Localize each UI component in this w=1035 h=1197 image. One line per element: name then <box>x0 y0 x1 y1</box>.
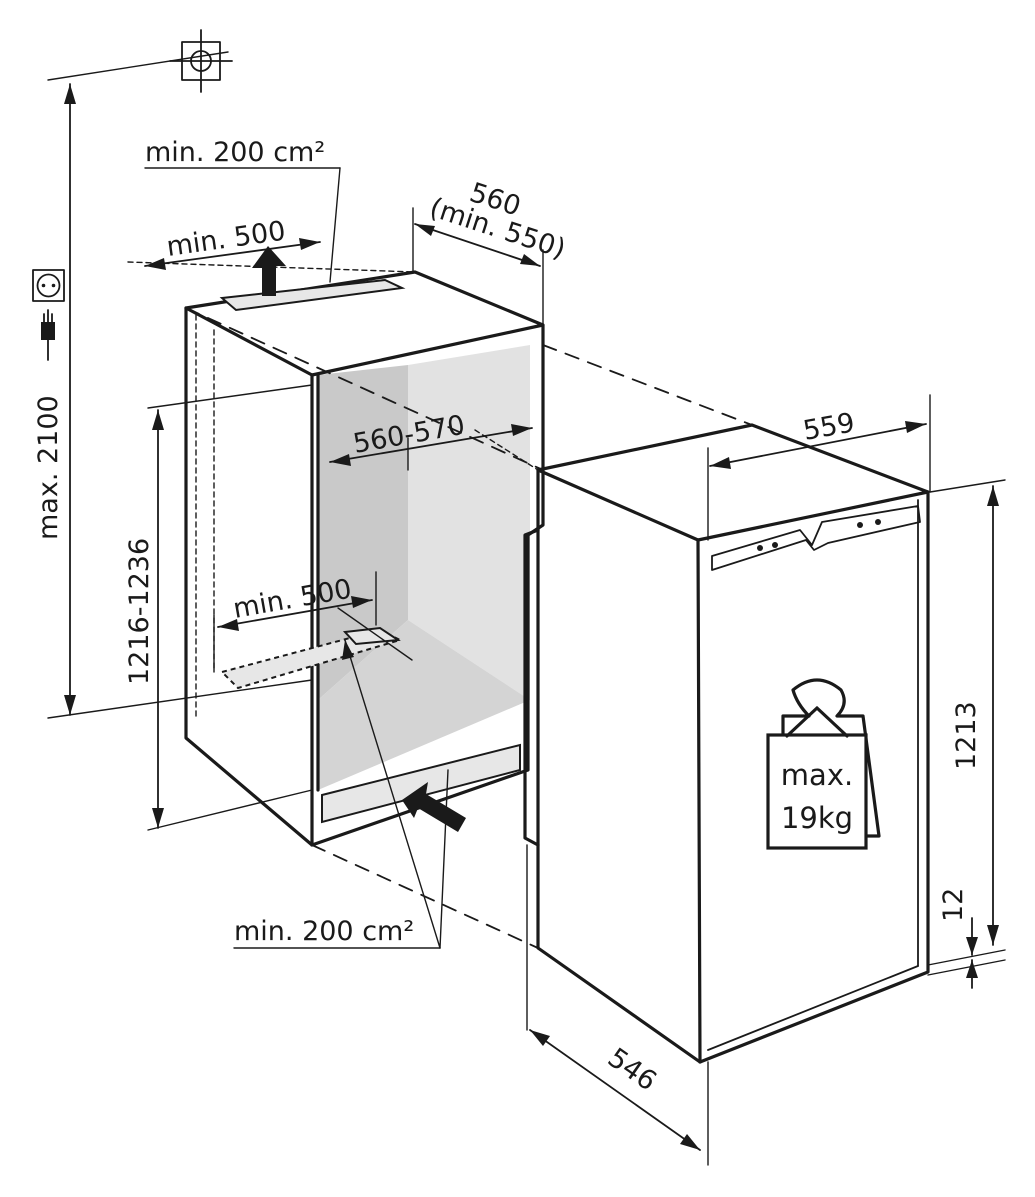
appliance-height-label: 1213 <box>951 701 982 770</box>
bottom-vent-area-label: min. 200 cm² <box>234 916 414 947</box>
appliance-body <box>536 423 930 1064</box>
control-button-icon <box>757 545 763 551</box>
niche-front-edge <box>184 306 314 377</box>
weight-icon: max. 19kg <box>766 678 881 850</box>
plinth-vent-grille <box>321 743 521 824</box>
dimension-lines <box>47 51 1006 1166</box>
appliance-door-edge <box>707 965 919 1051</box>
top-vent-area-label: min. 200 cm² <box>145 137 325 168</box>
appliance-width-label: 559 <box>801 407 857 446</box>
arrow-in-icon <box>402 782 466 832</box>
niche-floor <box>318 620 530 790</box>
crosshair-icon <box>169 29 233 93</box>
arrow-up-icon <box>252 246 286 296</box>
niche-height-label: 1216-1236 <box>124 538 155 685</box>
plug-icon <box>41 309 55 361</box>
control-button-icon-4 <box>875 519 881 525</box>
niche-back-wall <box>318 365 408 700</box>
socket-icon <box>32 269 65 302</box>
plinth-gap-label: 12 <box>938 888 969 922</box>
door-load-line2: 19kg <box>781 801 853 835</box>
appliance-front-edge <box>536 468 700 542</box>
appliance-flange <box>523 528 540 847</box>
control-button-icon-3 <box>857 522 863 528</box>
top-vent-grille <box>219 278 406 312</box>
appliance-depth-label: 546 <box>602 1042 662 1097</box>
niche-front-top <box>310 323 545 377</box>
control-panel <box>711 505 921 571</box>
appliance-front-left <box>696 538 702 1064</box>
max-height-label: max. 2100 <box>33 395 64 540</box>
door-load-line1: max. <box>781 758 853 792</box>
installation-niche <box>184 270 545 847</box>
appliance-front-top <box>696 490 930 542</box>
control-button-icon-2 <box>772 542 778 548</box>
